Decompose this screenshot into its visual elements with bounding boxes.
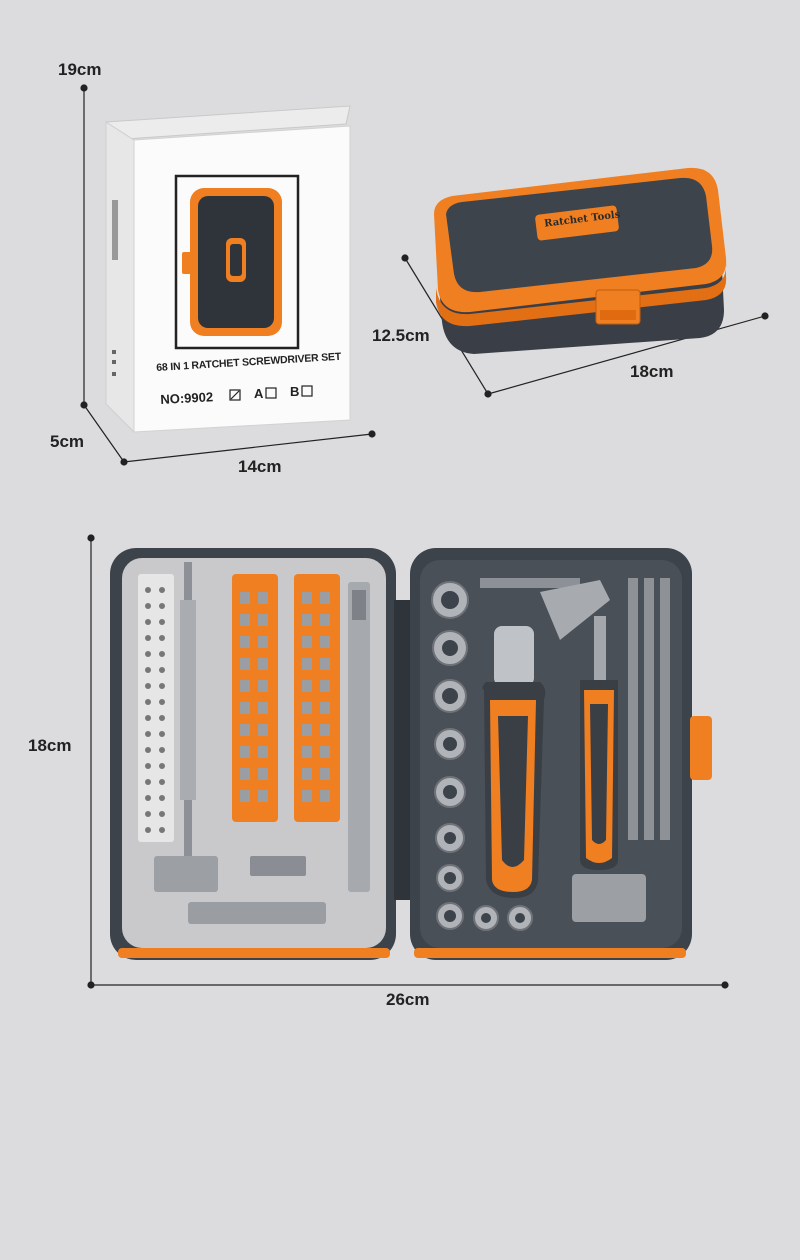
box-option-a: A: [254, 386, 264, 401]
box-depth-label: 5cm: [50, 432, 85, 451]
case-width-label: 18cm: [630, 362, 674, 381]
open-case-height-label: 18cm: [28, 736, 72, 755]
box-height-label: 19cm: [58, 60, 102, 79]
box-width-label: 14cm: [238, 457, 282, 476]
box-option-b: B: [290, 384, 300, 399]
open-case-width-label: 26cm: [386, 990, 430, 1009]
case-depth-label: 12.5cm: [372, 326, 430, 345]
